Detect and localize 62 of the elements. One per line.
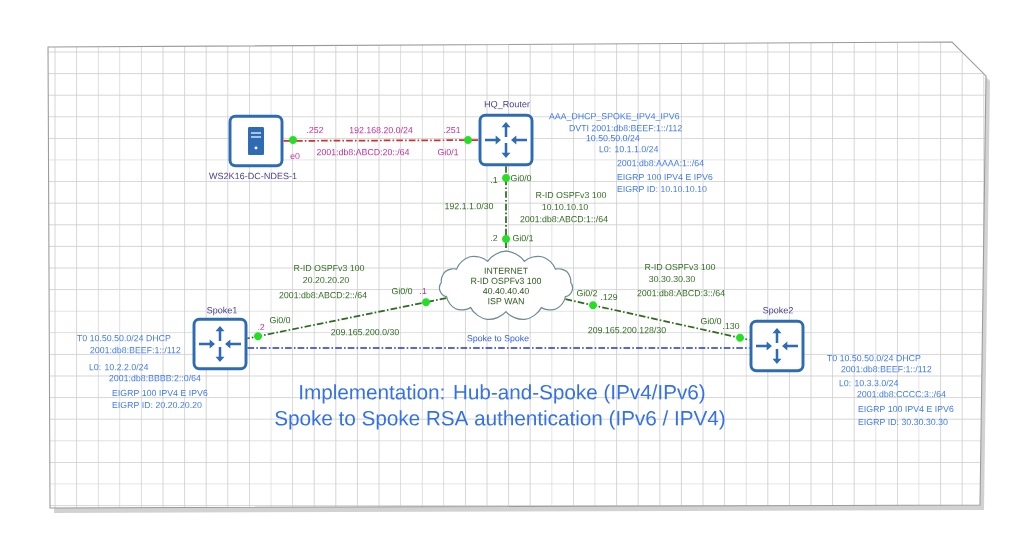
- config-text: EIGRP ID: 30.30.30.30: [858, 418, 948, 426]
- link-line: [246, 347, 751, 349]
- routing-label: R-ID OSPFv3 100: [294, 264, 365, 272]
- edge-label: Spoke to Spoke: [467, 334, 529, 344]
- edge-label: 209.165.200.0/30: [331, 328, 399, 336]
- routing-label: 10.10.10.10: [542, 203, 588, 211]
- config-text: EIGRP ID: 20.20.20.20: [112, 401, 202, 409]
- interface-label: Gi0/0: [391, 287, 413, 295]
- prefix-label: 2001:db8:ABCD:3::/64: [637, 289, 725, 297]
- config-text: 2001:db8:AAAA:1::/64: [617, 159, 704, 167]
- prefix-label: 2001:db8:ABCD:1::/64: [520, 215, 608, 223]
- interface-label: Gi0/1: [512, 234, 534, 242]
- interface-label: Gi0/2: [576, 289, 598, 297]
- config-text: EIGRP 100 IPV4 E IPV6: [617, 173, 713, 181]
- config-text: AAA_DHCP_SPOKE_IPV4_IPV6: [548, 113, 680, 121]
- config-text: T0 10.50.50.0/24 DHCP: [77, 334, 171, 342]
- device-label: WS2K16-DC-NDES-1: [208, 172, 297, 180]
- config-text: L0: 10.2.2.0/24: [89, 363, 149, 371]
- config-text: 2001:db8:BEEF:1::/112: [841, 365, 932, 373]
- address-label: .2: [258, 323, 265, 331]
- title: Implementation: Hub-and-Spoke (IPv4/IPv6): [300, 384, 705, 404]
- address-label: .252: [307, 126, 324, 134]
- address-label: .1: [491, 176, 498, 183]
- device-label: Spoke2: [763, 306, 793, 316]
- edge-label: 209.165.200.128/30: [588, 326, 666, 334]
- link-line: [505, 165, 507, 252]
- config-text: 2001:db8:BEEF:1::/112: [90, 346, 181, 354]
- config-text: EIGRP 100 IPV4 E IPV6: [858, 405, 954, 413]
- device-label: Spoke1: [207, 306, 237, 316]
- config-text: 2001:db8:CCCC:3::/64: [857, 390, 946, 398]
- config-text: DVTI 2001:db8:BEEF:1::/112: [569, 124, 682, 132]
- config-text: L0: 10.1.1.0/24: [599, 145, 659, 153]
- address-label: .129: [601, 293, 618, 301]
- prefix-label: 2001:db8:ABCD:2::/64: [279, 291, 367, 299]
- config-text: L0: 10.3.3.0/24: [839, 379, 899, 387]
- interface-label: Gi0/0: [269, 316, 291, 324]
- interface-label: Gi0/0: [510, 174, 532, 182]
- prefix-label: 2001:db8:ABCD:20::/64: [316, 148, 410, 156]
- routing-label: R-ID OSPFv3 100: [645, 263, 716, 271]
- link-line: [282, 139, 480, 142]
- address-label: .1: [420, 287, 427, 294]
- subtitle: Spoke to Spoke RSA authentication (IPv6 / IPV4): [275, 410, 725, 430]
- network-cloud: INTERNET R-ID OSPFv3 100 40.40.40.40 ISP WAN: [438, 250, 574, 321]
- routing-label: 20.20.20.20: [303, 276, 349, 284]
- config-text: 10.50.50.0/24: [586, 134, 640, 142]
- interface-label: e0: [290, 152, 300, 160]
- device-label: HQ_Router: [484, 100, 530, 110]
- address-label: .2: [491, 234, 498, 242]
- address-label: .130: [723, 322, 740, 330]
- routing-label: 30.30.30.30: [649, 275, 695, 283]
- interface-label: Gi0/0: [700, 317, 722, 325]
- address-label: .251: [444, 126, 461, 134]
- routing-label: R-ID OSPFv3 100: [536, 191, 607, 199]
- config-text: T0 10.50.50.0/24 DHCP: [827, 354, 921, 362]
- interface-label: Gi0/1: [437, 148, 459, 156]
- link-line: [246, 297, 448, 340]
- edge-label: 192.168.20.0/24: [349, 126, 413, 134]
- config-text: 2001:db8:BBBB:2::0/64: [109, 374, 201, 382]
- config-text: EIGRP 100 IPV4 E IPV6: [112, 389, 208, 397]
- link-line: [564, 298, 751, 341]
- config-text: EIGRP ID: 10.10.10.10: [617, 185, 707, 193]
- edge-label: 192.1.1.0/30: [445, 202, 494, 210]
